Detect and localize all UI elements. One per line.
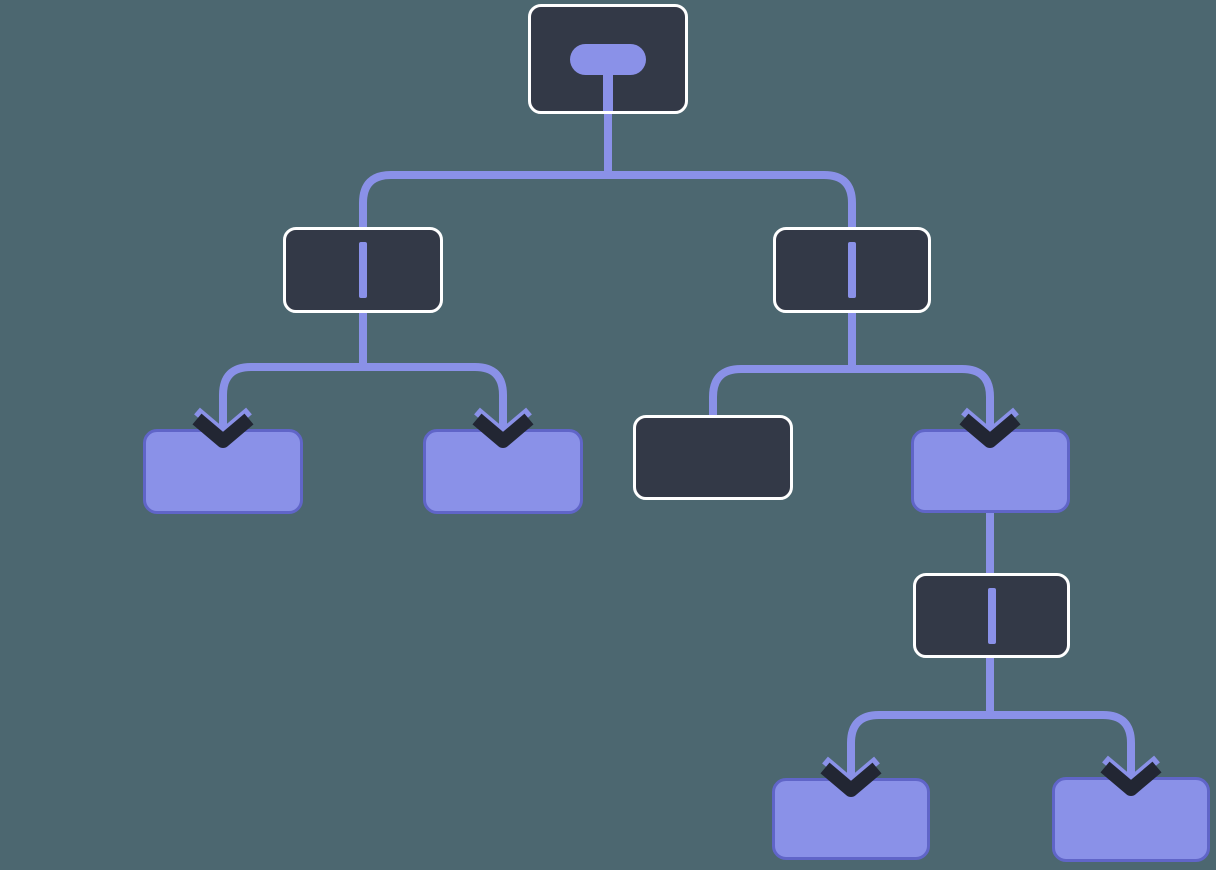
pill-icon [570, 44, 646, 75]
chevron-down-icon [959, 407, 1021, 448]
chevron-down-icon [820, 756, 882, 797]
node-root[interactable] [528, 4, 688, 114]
node-branch-pass[interactable] [913, 573, 1070, 658]
node-branch-right[interactable] [773, 227, 931, 313]
vertical-line-icon [848, 242, 856, 298]
chevron-down-icon [472, 407, 534, 448]
pill-stem-icon [603, 71, 613, 111]
node-dark-leaf[interactable] [633, 415, 793, 500]
vertical-line-icon [987, 588, 996, 644]
node-branch-left[interactable] [283, 227, 443, 313]
chevron-down-icon [1100, 755, 1162, 796]
vertical-line-icon [359, 242, 367, 298]
chevron-down-icon [192, 407, 254, 448]
edge-branchleft-to-leaves [219, 313, 507, 443]
edge-root-to-level1 [359, 114, 856, 227]
edge-branchright-to-level3 [709, 313, 994, 443]
edge-branchpass-to-leaves [847, 658, 1135, 791]
